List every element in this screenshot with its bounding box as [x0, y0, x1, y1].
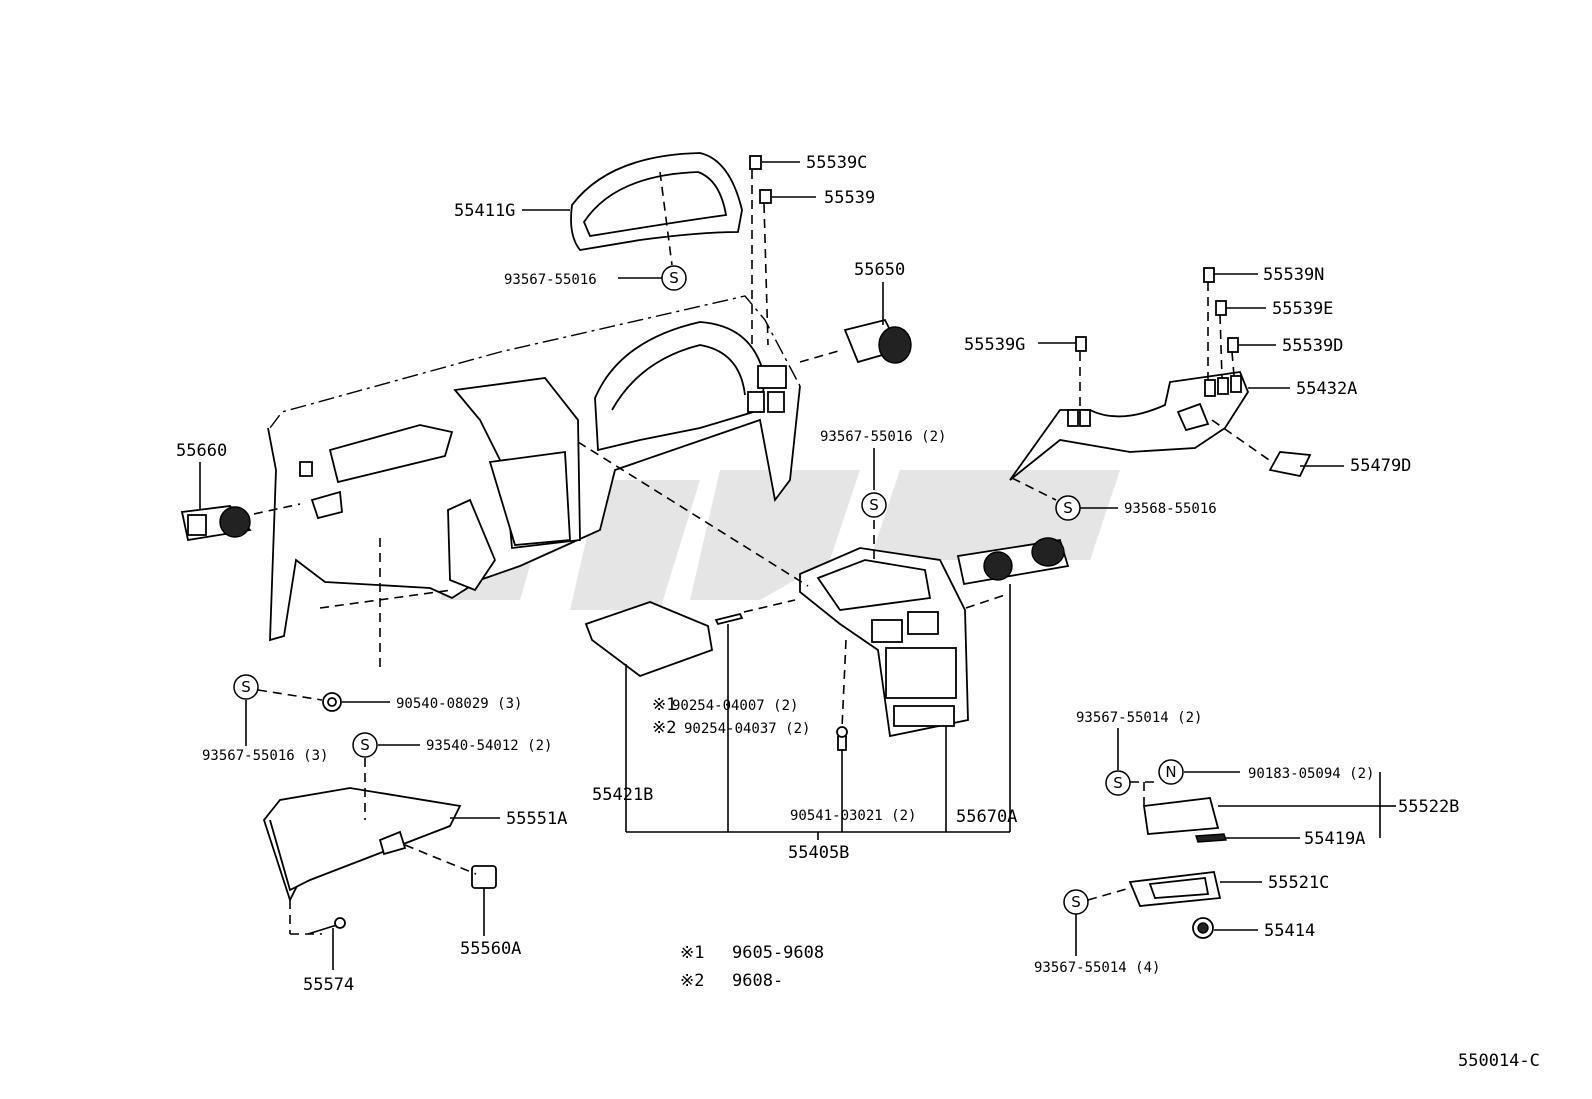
- label-93567-55016-top: 93567-55016: [504, 272, 597, 288]
- leader-lines: [199, 161, 1396, 970]
- lower-panel-55432A: [1009, 371, 1250, 481]
- label-90254-04007: 90254-04007 (2): [672, 698, 798, 714]
- label-55539N: 55539N: [1263, 265, 1324, 285]
- label-55539: 55539: [824, 188, 875, 208]
- svg-text:S: S: [360, 736, 370, 754]
- label-55539D: 55539D: [1282, 336, 1343, 356]
- svg-text:S: S: [869, 496, 879, 514]
- label-90254-04037: 90254-04037 (2): [684, 721, 810, 737]
- label-55522B: 55522B: [1398, 797, 1459, 817]
- tray-55521C: [1128, 871, 1222, 907]
- clip-55539D: [1227, 337, 1239, 353]
- label-55539C: 55539C: [806, 153, 867, 173]
- label-90540-08029: 90540-08029 (3): [396, 696, 522, 712]
- vent-55660: [180, 505, 252, 542]
- label-55539E: 55539E: [1272, 299, 1333, 319]
- diagram-id: 550014-C: [1458, 1051, 1540, 1071]
- clip-55539G: [1075, 336, 1087, 352]
- meter-hood-55411G: [570, 152, 743, 251]
- label-55411G: 55411G: [454, 201, 515, 221]
- symbol-s-tray: S: [1063, 889, 1089, 915]
- label-90183-05094: 90183-05094 (2): [1248, 766, 1374, 782]
- label-93567-55016-2: 93567-55016 (2): [820, 429, 946, 445]
- mark-2: ※2: [652, 718, 676, 738]
- instrument-panel: [267, 295, 801, 642]
- bolt-55574: [307, 917, 346, 935]
- svg-text:S: S: [1113, 774, 1123, 792]
- glove-box-55551A: [262, 787, 462, 903]
- svg-text:N: N: [1165, 763, 1176, 781]
- strip-90254: [714, 612, 744, 626]
- label-55560A: 55560A: [460, 939, 521, 959]
- note-2-mark: ※2: [680, 971, 704, 991]
- label-55432A: 55432A: [1296, 379, 1357, 399]
- label-55419A: 55419A: [1304, 829, 1365, 849]
- clip-55539: [759, 189, 772, 204]
- svg-text:S: S: [669, 269, 679, 287]
- strip-55419A: [1195, 833, 1227, 843]
- plug-55414: [1192, 917, 1214, 939]
- label-55670A: 55670A: [956, 807, 1017, 827]
- symbol-n-box: N: [1158, 759, 1184, 785]
- symbol-s-top: S: [661, 265, 687, 291]
- clip-55539N: [1203, 267, 1215, 283]
- label-55521C: 55521C: [1268, 873, 1329, 893]
- label-55414: 55414: [1264, 921, 1315, 941]
- label-55539G: 55539G: [964, 335, 1025, 355]
- label-55650: 55650: [854, 260, 905, 280]
- label-93540-54012: 93540-54012 (2): [426, 738, 552, 754]
- cover-55479D: [1268, 451, 1312, 478]
- note-2-range: 9608-: [732, 971, 783, 991]
- symbol-s-center: S: [861, 492, 887, 518]
- symbol-s-right: S: [1055, 495, 1081, 521]
- svg-text:S: S: [1063, 499, 1073, 517]
- label-93567-55014-2: 93567-55014 (2): [1076, 710, 1202, 726]
- clip-55539E: [1215, 300, 1227, 316]
- center-cluster-55405B: [799, 547, 969, 738]
- note-1-mark: ※1: [680, 943, 704, 963]
- label-90541-03021: 90541-03021 (2): [790, 808, 916, 824]
- nut-90540: [322, 692, 342, 712]
- box-55522B: [1142, 797, 1220, 835]
- vent-55670A: [956, 537, 1070, 586]
- svg-text:S: S: [241, 678, 251, 696]
- label-55405B: 55405B: [788, 843, 849, 863]
- symbol-s-left: S: [233, 674, 259, 700]
- symbol-s-box: S: [1105, 770, 1131, 796]
- latch-55560A: [471, 865, 497, 889]
- mark-1: ※1: [652, 695, 676, 715]
- vent-55650: [843, 318, 912, 364]
- clip-55539C: [749, 155, 762, 170]
- screw-90541: [836, 726, 848, 751]
- label-55479D: 55479D: [1350, 456, 1411, 476]
- label-55421B: 55421B: [592, 785, 653, 805]
- label-93568-55016: 93568-55016: [1124, 501, 1217, 517]
- label-93567-55016-3: 93567-55016 (3): [202, 748, 328, 764]
- label-55574: 55574: [303, 975, 354, 995]
- svg-text:S: S: [1071, 893, 1081, 911]
- label-55660: 55660: [176, 441, 227, 461]
- lid-55421B: [584, 601, 714, 678]
- label-93567-55014-4: 93567-55014 (4): [1034, 960, 1160, 976]
- symbol-s-glovebox: S: [352, 732, 378, 758]
- label-55551A: 55551A: [506, 809, 567, 829]
- note-1-range: 9605-9608: [732, 943, 824, 963]
